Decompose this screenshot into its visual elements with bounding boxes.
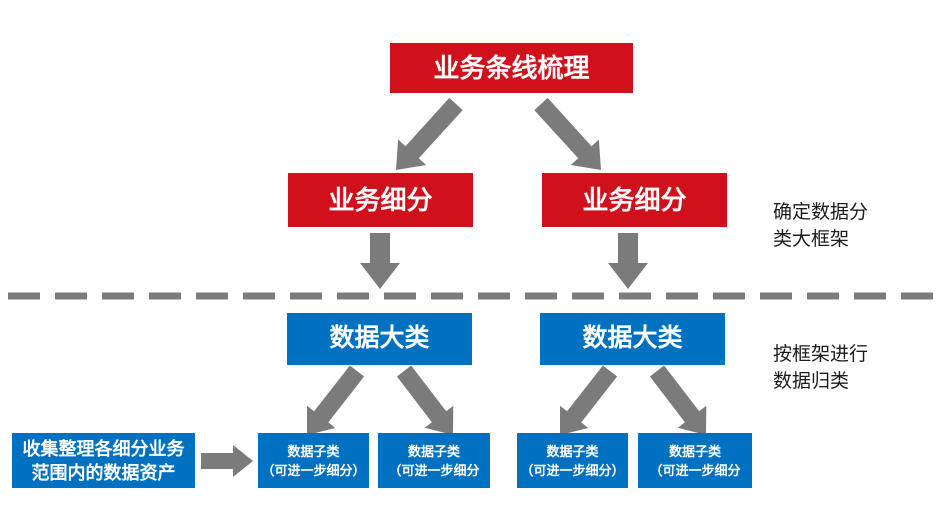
arrow-cat-right-to-sub4 [649, 365, 707, 435]
annotation-phase2: 按框架进行 数据归类 [773, 341, 868, 395]
node-label-line1: 数据子类 [407, 443, 460, 459]
node-data-subcategory-3: 数据子类 （可进一步细分） [517, 433, 628, 488]
arrow-cat-left-to-sub1 [307, 365, 365, 435]
node-business-segment-left: 业务细分 [288, 173, 473, 227]
annotation-line2: 类大框架 [773, 229, 850, 250]
node-label: 数据大类 [329, 324, 430, 353]
node-label-line1: 数据子类 [287, 443, 340, 459]
node-label-line2: （可进一步细分 [388, 462, 480, 478]
node-label-line2: （可进一步细分） [520, 462, 625, 478]
node-data-subcategory-2: 数据子类 （可进一步细分 [378, 433, 490, 488]
node-business-line-sorting: 业务条线梳理 [390, 43, 633, 93]
node-label: 数据大类 [582, 324, 683, 353]
annotation-line1: 确定数据分 [773, 202, 869, 223]
node-label-line1: 数据子类 [546, 443, 599, 459]
arrow-collect-to-sub1 [201, 445, 253, 477]
arrow-seg-left-to-divider [360, 233, 400, 289]
annotation-line1: 按框架进行 [773, 344, 869, 365]
node-data-major-category-right: 数据大类 [540, 313, 725, 365]
node-collect-data-assets: 收集整理各细分业务 范围内的数据资产 [12, 433, 195, 488]
arrow-seg-right-to-divider [608, 233, 648, 289]
arrow-cat-left-to-sub2 [396, 365, 454, 435]
node-label: 业务细分 [328, 184, 433, 215]
node-business-segment-right: 业务细分 [542, 173, 727, 227]
node-data-subcategory-4: 数据子类 （可进一步细分 [638, 433, 752, 488]
annotation-phase1: 确定数据分 类大框架 [773, 199, 868, 253]
arrow-root-to-seg-left [396, 97, 463, 170]
node-label-line2: 范围内的数据资产 [31, 462, 176, 483]
arrow-root-to-seg-right [534, 97, 601, 170]
node-data-subcategory-1: 数据子类 （可进一步细分） [258, 433, 369, 488]
node-label-line2: （可进一步细分 [649, 462, 741, 478]
node-label-line1: 收集整理各细分业务 [22, 438, 185, 459]
node-data-major-category-left: 数据大类 [287, 313, 472, 365]
node-label: 业务条线梳理 [433, 52, 590, 83]
node-label: 业务细分 [582, 184, 687, 215]
annotation-line2: 数据归类 [773, 371, 850, 392]
node-label-line2: （可进一步细分） [261, 462, 366, 478]
node-label-line1: 数据子类 [668, 443, 721, 459]
arrow-cat-right-to-sub3 [560, 365, 618, 435]
